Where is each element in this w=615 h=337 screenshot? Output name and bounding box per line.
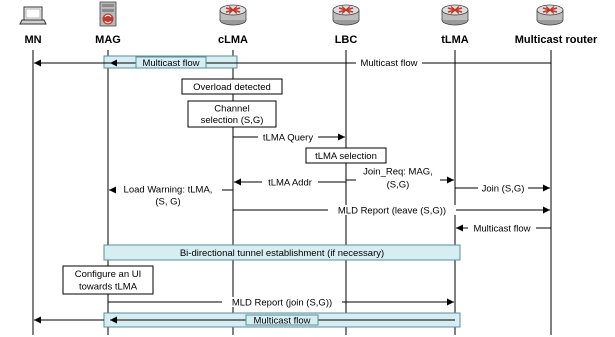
channel-selection-label-2: selection (S,G)	[201, 115, 264, 126]
load-warning-label-2: (S, G)	[155, 197, 180, 208]
entity-label-mn: MN	[24, 34, 41, 46]
tunnel-box	[103, 244, 461, 261]
tlma-query-label: tLMA Query	[263, 133, 313, 144]
join-req-label-2: (S,G)	[387, 180, 410, 191]
channel-selection-box	[187, 100, 277, 128]
overload-detected-box	[181, 78, 283, 95]
entity-label-clma: cLMA	[218, 34, 248, 46]
multicast-flow-tlma-label: Multicast flow	[473, 224, 530, 235]
router-icon	[441, 4, 469, 26]
mld-join-label: MLD Report (join (S,G))	[232, 298, 332, 309]
channel-selection-label-1: Channel	[214, 104, 249, 115]
multicast-flow-bottom-label: Multicast flow	[253, 316, 310, 327]
router-icon	[332, 4, 360, 26]
configure-ui-label-2: towards tLMA	[79, 282, 138, 293]
tlma-addr-label: tLMA Addr	[268, 178, 312, 189]
overload-detected-label: Overload detected	[193, 82, 271, 93]
join-req-label-1: Join_Req: MAG,	[363, 167, 433, 178]
join-sg-label: Join (S,G)	[482, 184, 525, 195]
tlma-selection-label: tLMA selection	[315, 151, 377, 162]
entity-label-lbc: LBC	[335, 34, 358, 46]
multicast-flow-top-right-label: Multicast flow	[360, 58, 417, 69]
entity-label-tlma: tLMA	[441, 34, 469, 46]
configure-ui-box	[62, 265, 154, 295]
tlma-selection-box	[305, 147, 387, 164]
tunnel-label: Bi-directional tunnel establishment (if …	[180, 248, 384, 259]
configure-ui-label-1: Configure an UI	[75, 269, 142, 280]
router-icon	[219, 4, 247, 26]
multicast-flow-top-left-label: Multicast flow	[142, 58, 199, 69]
laptop-icon	[19, 6, 47, 25]
entity-label-multicast-router: Multicast router	[515, 34, 598, 46]
load-warning-label-1: Load Warning: tLMA,	[124, 185, 213, 196]
server-icon	[99, 1, 117, 27]
mld-leave-label: MLD Report (leave (S,G))	[338, 206, 446, 217]
entity-label-mag: MAG	[95, 34, 121, 46]
router-icon	[536, 4, 564, 26]
